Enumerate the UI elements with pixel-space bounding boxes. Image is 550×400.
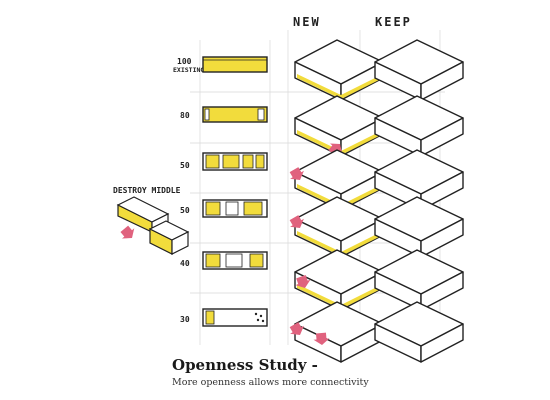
- row-label: 100: [177, 57, 192, 66]
- row-label: 50: [180, 206, 190, 215]
- keep-box-50b: [374, 196, 464, 258]
- keep-box-80: [374, 95, 464, 157]
- keep-box-40: [374, 249, 464, 311]
- keep-box-100: [374, 39, 464, 101]
- elevation-80: [202, 106, 268, 123]
- caption-title: Openness Study -: [172, 356, 318, 374]
- new-box-30: [294, 301, 384, 363]
- header-new: NEW: [293, 15, 321, 29]
- elevation-40: [202, 251, 268, 270]
- keep-box-30: [374, 301, 464, 363]
- keep-column: [374, 39, 464, 363]
- elevation-50b: [202, 199, 268, 218]
- row-label: 40: [180, 259, 190, 268]
- elevation-100: [202, 56, 268, 73]
- destroy-middle-sketch: [116, 196, 190, 255]
- row-sublabel: EXISTING: [173, 66, 204, 74]
- elevation-column: [202, 56, 268, 327]
- elevation-50a: [202, 152, 268, 171]
- row-labels: 100 EXISTING 80 50 50 40 30: [173, 57, 204, 324]
- caption-subtitle: More openness allows more connectivity: [172, 377, 369, 388]
- elevation-30: [202, 308, 268, 327]
- new-box-40: [294, 249, 384, 311]
- new-box-100: [294, 39, 384, 101]
- new-box-50b: [294, 196, 384, 258]
- new-column: [287, 39, 384, 363]
- row-label: 50: [180, 161, 190, 170]
- row-label: 80: [180, 111, 190, 120]
- destroy-middle-label: DESTROY MIDDLE: [113, 186, 181, 195]
- header-keep: KEEP: [375, 15, 412, 29]
- row-label: 30: [180, 315, 190, 324]
